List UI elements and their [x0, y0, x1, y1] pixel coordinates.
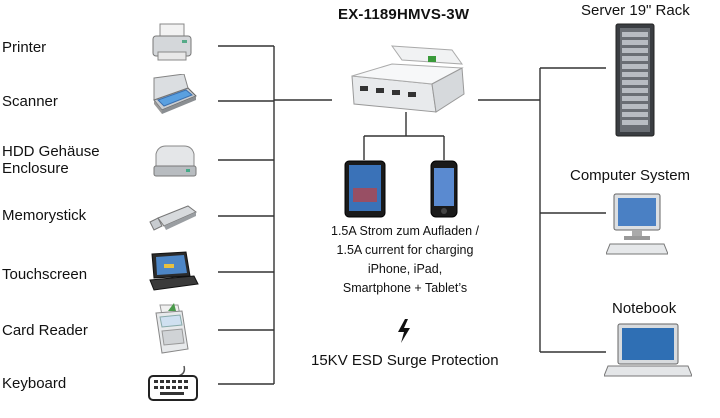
touchscreen-icon: [149, 251, 199, 291]
charging-caption: 1.5A Strom zum Aufladen / 1.5A current f…: [300, 222, 510, 298]
charging-line-3: iPhone, iPad,: [367, 262, 443, 276]
printer-icon: [152, 23, 192, 61]
product-title: EX-1189HMVS-3W: [338, 6, 470, 23]
keyboard-icon: [148, 365, 198, 401]
usb-hub-device: [351, 45, 465, 113]
label-computer-system: Computer System: [570, 167, 691, 184]
label-touchscreen: Touchscreen: [2, 266, 88, 283]
notebook-icon: [604, 323, 692, 377]
hdd-enclosure-icon: [153, 145, 197, 177]
tablet-icon: [344, 160, 386, 218]
server-rack-icon: [615, 23, 655, 137]
label-notebook: Notebook: [612, 300, 677, 317]
scanner-icon: [153, 74, 197, 114]
smartphone-icon: [430, 160, 458, 218]
desktop-computer-icon: [606, 193, 668, 255]
memory-stick-icon: [149, 205, 197, 231]
esd-label: 15KV ESD Surge Protection: [311, 352, 499, 369]
label-hdd-enclosure-line2: Enclosure: [2, 160, 69, 177]
label-hdd-enclosure-line1: HDD Gehäuse: [2, 143, 100, 160]
label-keyboard: Keyboard: [2, 375, 67, 392]
charging-line-2: 1.5A current for charging: [336, 243, 474, 257]
lightning-bolt-icon: [398, 319, 410, 343]
charging-line-4: Smartphone + Tablet’s: [342, 281, 468, 295]
label-server-rack: Server 19" Rack: [581, 2, 690, 19]
card-reader-icon: [155, 303, 189, 354]
label-card-reader: Card Reader: [2, 322, 88, 339]
label-scanner: Scanner: [2, 93, 58, 110]
charging-line-1: 1.5A Strom zum Aufladen /: [331, 224, 479, 238]
label-memorystick: Memorystick: [2, 207, 87, 224]
label-printer: Printer: [2, 39, 47, 56]
